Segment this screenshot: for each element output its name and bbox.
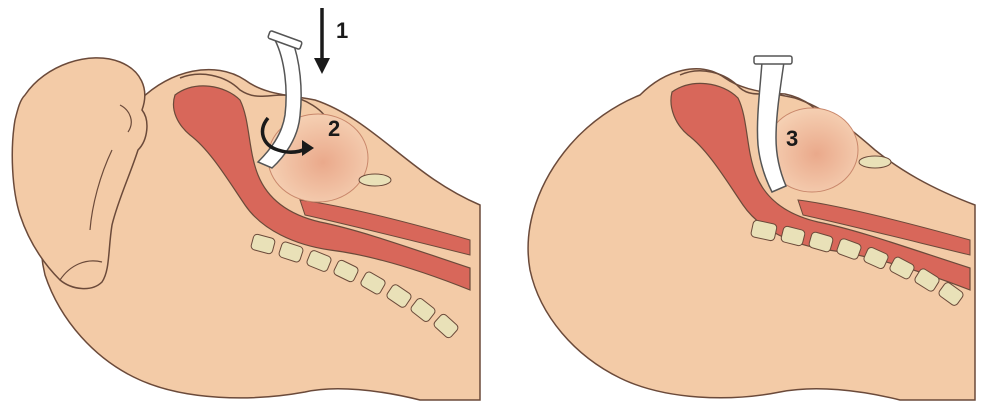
right-panel: 3 bbox=[528, 56, 975, 400]
step-2-label: 2 bbox=[328, 116, 340, 141]
insert-arrow-icon bbox=[314, 8, 330, 74]
left-panel: 1 2 bbox=[12, 8, 480, 400]
step-1-label: 1 bbox=[336, 18, 348, 43]
hyoid-left bbox=[359, 174, 391, 186]
hyoid-right bbox=[859, 156, 891, 168]
step-3-label: 3 bbox=[786, 126, 798, 151]
